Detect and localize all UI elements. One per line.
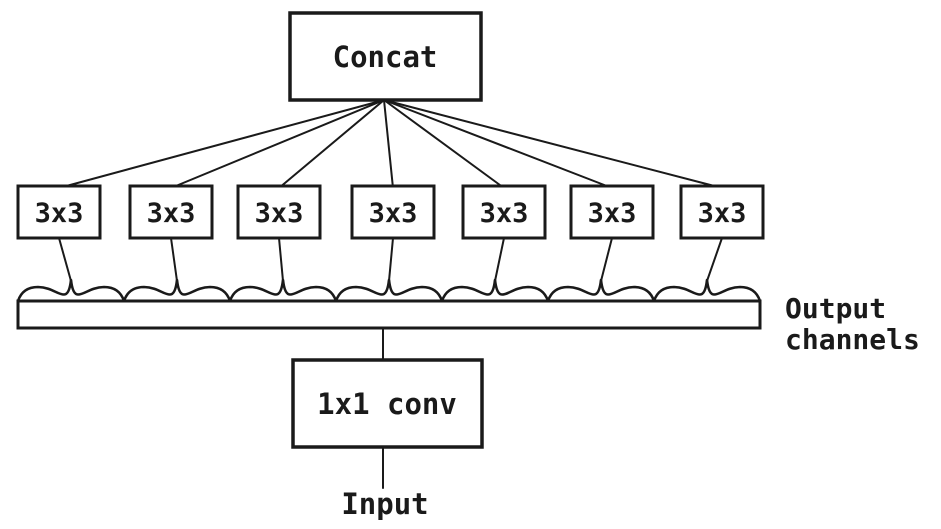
brace <box>122 278 232 303</box>
branch-box <box>128 184 214 240</box>
branch-box-label: 3x3 <box>147 198 196 229</box>
output-channels-bar <box>16 299 762 330</box>
branch-box-label: 3x3 <box>35 198 84 229</box>
branch-connector-line <box>494 237 505 282</box>
branch-box <box>569 184 655 240</box>
conv-box <box>291 358 484 449</box>
branch-box-label: 3x3 <box>588 198 637 229</box>
concat-box-label: Concat <box>333 40 438 74</box>
fan-line <box>383 99 723 189</box>
fan-line <box>383 99 505 189</box>
branch-connector-line <box>388 237 394 282</box>
brace <box>546 278 656 303</box>
brace <box>652 278 762 303</box>
branch-box <box>16 184 102 240</box>
branch-connector-line <box>58 237 72 282</box>
branch-connector-line <box>600 237 613 282</box>
branch-box <box>461 184 547 240</box>
branch-row: 3x3 3x3 3x3 3x3 3x3 3x3 3x3 <box>16 184 765 303</box>
input-label: Input <box>341 487 428 521</box>
brace <box>16 278 126 303</box>
concat-box <box>288 11 483 102</box>
branch-box-label: 3x3 <box>480 198 529 229</box>
brace <box>334 278 444 303</box>
branch-connector-line <box>170 237 178 282</box>
brace <box>440 278 550 303</box>
branch-box <box>236 184 322 240</box>
branch-box <box>350 184 436 240</box>
brace <box>228 278 338 303</box>
branch-box-label: 3x3 <box>255 198 304 229</box>
fan-line <box>278 99 385 189</box>
branch-box-label: 3x3 <box>698 198 747 229</box>
branch-connector-line <box>278 237 284 282</box>
output-channels-label-line2: channels <box>785 323 920 356</box>
branch-box <box>679 184 765 240</box>
output-channels-label-line1: Output <box>785 292 886 325</box>
fan-line <box>383 99 394 189</box>
branch-connector-line <box>706 237 723 282</box>
fan-line <box>170 99 385 189</box>
conv-box-label: 1x1 conv <box>317 387 457 421</box>
concat-fan-lines <box>58 99 723 189</box>
branch-box-label: 3x3 <box>369 198 418 229</box>
fan-line <box>383 99 613 189</box>
fan-line <box>58 99 385 189</box>
